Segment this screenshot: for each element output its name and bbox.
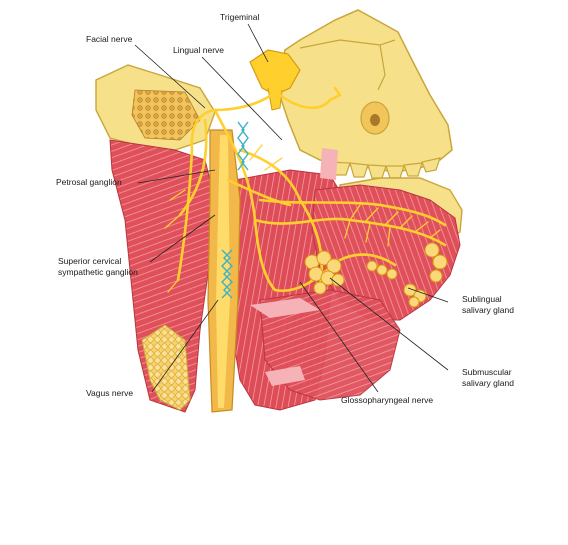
label-submuscular-line1: Submuscular: [462, 367, 512, 377]
label-trigeminal: Trigeminal: [220, 12, 259, 23]
label-superior-cervical: Superior cervical sympathetic ganglion: [58, 256, 138, 278]
nerve-network: [176, 86, 447, 293]
label-superior-cervical-line1: Superior cervical: [58, 256, 122, 266]
skull-bone: [277, 9, 453, 173]
fat-tissue: [141, 324, 191, 411]
label-facial-nerve-text: Facial nerve: [86, 34, 133, 44]
label-vagus-nerve: Vagus nerve: [86, 388, 133, 399]
label-trigeminal-text: Trigeminal: [220, 12, 260, 22]
label-superior-cervical-line2: sympathetic ganglion: [58, 267, 138, 277]
label-facial-nerve: Facial nerve: [86, 34, 132, 45]
label-lingual-nerve: Lingual nerve: [173, 45, 224, 56]
label-sublingual: Sublingual salivary gland: [462, 294, 514, 316]
vessel-plexus: [221, 121, 249, 299]
label-glossopharyngeal-nerve: Glossopharyngeal nerve: [341, 395, 433, 406]
label-vagus-nerve-text: Vagus nerve: [86, 388, 134, 398]
label-sublingual-line2: salivary gland: [462, 305, 514, 315]
leader-lines: [134, 23, 449, 393]
label-petrosal-ganglion-text: Petrosal ganglion: [56, 177, 122, 187]
label-petrosal-ganglion: Petrosal ganglion: [56, 177, 122, 188]
sublingual-gland: [366, 242, 448, 308]
submuscular-gland: [304, 250, 345, 295]
label-sublingual-line1: Sublingual: [462, 294, 502, 304]
label-lingual-nerve-text: Lingual nerve: [173, 45, 225, 55]
label-submuscular-line2: salivary gland: [462, 378, 514, 388]
label-submuscular: Submuscular salivary gland: [462, 367, 514, 389]
label-glossopharyngeal-nerve-text: Glossopharyngeal nerve: [341, 395, 434, 405]
trigeminal-ganglion: [249, 49, 301, 96]
nerve-branches: [164, 144, 441, 293]
